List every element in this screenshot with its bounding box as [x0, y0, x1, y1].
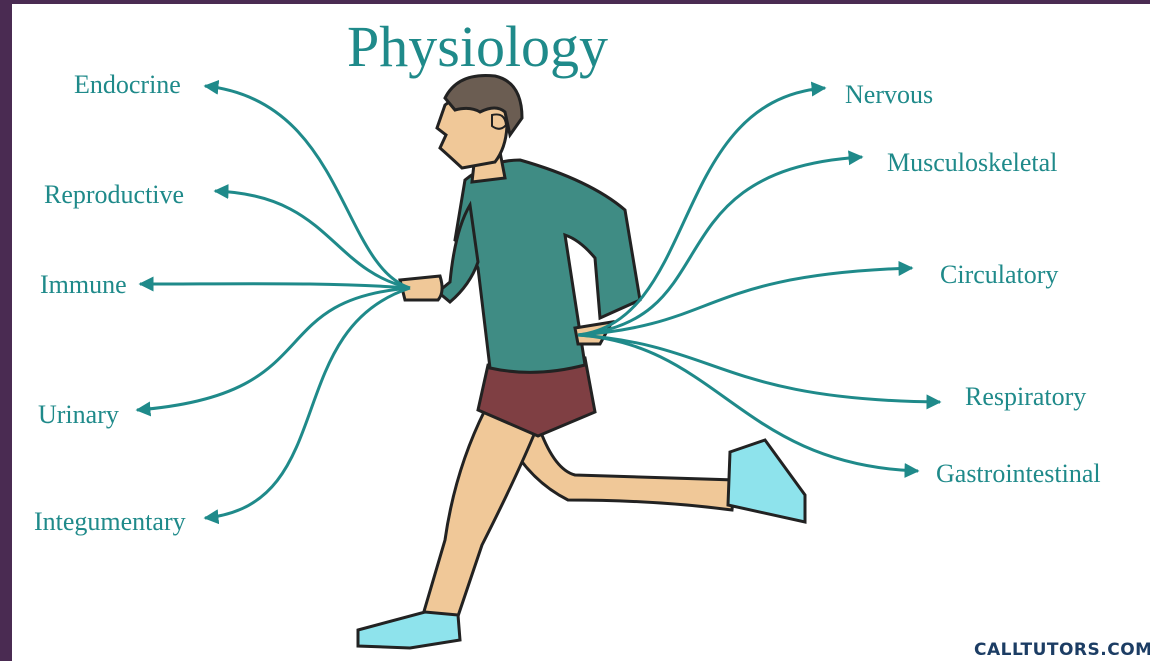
label-integumentary: Integumentary	[34, 509, 186, 535]
label-endocrine: Endocrine	[74, 72, 181, 98]
front-shoe	[358, 612, 460, 648]
connector-immune	[140, 284, 410, 288]
label-circulatory: Circulatory	[940, 262, 1058, 288]
connector-reproductive	[215, 191, 410, 288]
watermark-text: CALLTUTORS.COM	[974, 640, 1150, 660]
back-shoe	[728, 440, 805, 522]
ear	[492, 114, 506, 128]
label-gastrointestinal: Gastrointestinal	[936, 461, 1101, 487]
left-connectors	[137, 86, 410, 518]
physiology-diagram	[12, 4, 1150, 661]
label-reproductive: Reproductive	[44, 182, 184, 208]
connector-integumentary	[205, 288, 410, 518]
label-urinary: Urinary	[38, 402, 119, 428]
connector-urinary	[137, 288, 410, 410]
label-nervous: Nervous	[845, 82, 933, 108]
diagram-canvas: Physiology Endocrine Reproductive Immune…	[12, 4, 1150, 661]
front-leg	[420, 410, 540, 625]
back-leg	[505, 430, 735, 510]
connector-endocrine	[205, 86, 410, 288]
label-respiratory: Respiratory	[965, 384, 1086, 410]
label-musculoskeletal: Musculoskeletal	[887, 150, 1057, 176]
runner-figure	[358, 75, 805, 648]
page-title: Physiology	[347, 18, 608, 76]
label-immune: Immune	[40, 272, 127, 298]
